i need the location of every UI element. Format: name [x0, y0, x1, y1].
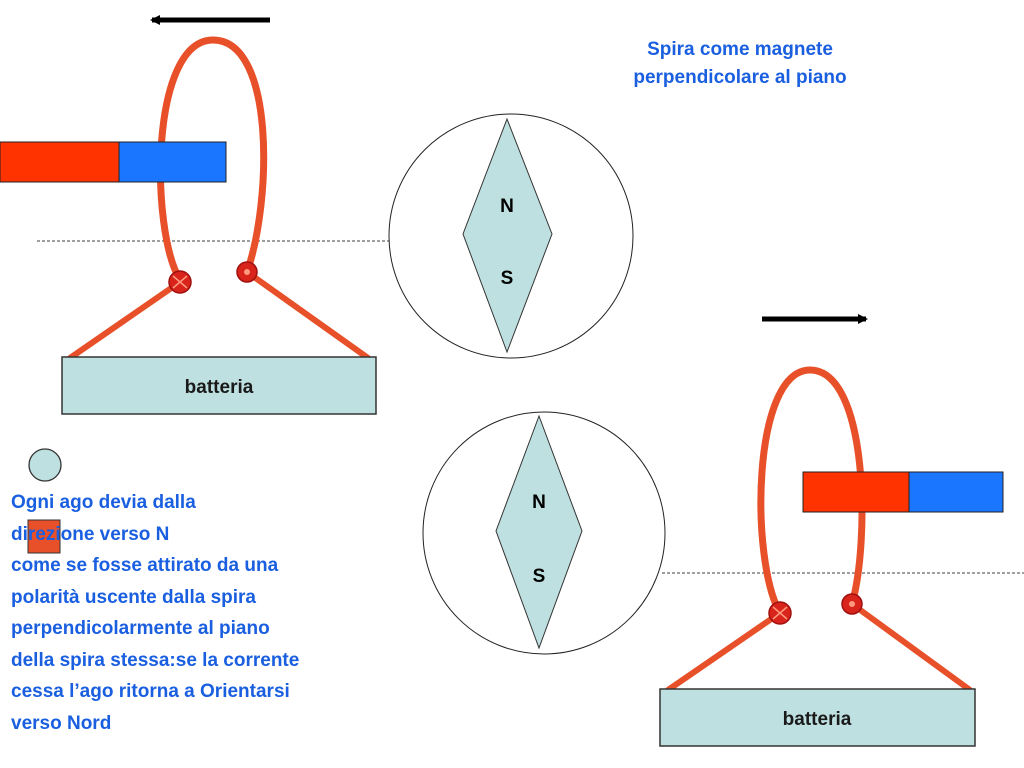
left-current-marker-out [236, 261, 258, 283]
caption-line: della spira stessa:se la corrente [11, 649, 300, 671]
right-current-marker-in [768, 601, 792, 625]
caption-line: Ogni ago devia dalla [11, 492, 196, 513]
right-battery: batteria [659, 688, 976, 747]
caption-line: perpendicolarmente al piano [11, 618, 270, 639]
diagram-title: Spira come magnete perpendicolare al pia… [560, 36, 920, 92]
legend-red-square [27, 519, 61, 554]
right-current-marker-out [841, 593, 863, 615]
right-wire-leg-left [665, 610, 783, 693]
left-wire-leg-left [67, 279, 183, 361]
caption-line: come se fosse attirato da una [11, 555, 279, 576]
compass-bottom-needle [495, 414, 583, 650]
compass-top-needle [462, 117, 553, 354]
compass-bottom-north-label: N [532, 492, 546, 513]
compass-top-south-label: S [501, 268, 514, 289]
right-magnet-red-pole [802, 471, 910, 513]
compass-bottom: N S [422, 411, 666, 655]
explanation-caption: Ogni ago devia dalla direzione verso N c… [11, 487, 411, 739]
compass-top: N S [388, 113, 634, 359]
title-line-1: Spira come magnete [647, 39, 833, 60]
left-wire-loop [157, 36, 268, 284]
right-wire-loop [757, 366, 866, 617]
caption-line: verso Nord [11, 712, 112, 734]
left-setup: batteria [0, 15, 390, 415]
left-magnet-blue-pole [118, 141, 227, 183]
legend-needle-circle [28, 448, 62, 482]
caption-line: direzione verso N [11, 523, 170, 545]
left-battery: batteria [61, 356, 377, 415]
right-battery-label: batteria [783, 709, 852, 730]
left-wire-leg-right [244, 269, 371, 361]
right-magnet-blue-pole [908, 471, 1004, 513]
left-magnet-red-pole [0, 141, 120, 183]
left-current-marker-in [168, 270, 192, 294]
right-setup: batteria [659, 314, 1024, 747]
caption-line: cessa l’ago ritorna a Orientarsi [11, 681, 290, 702]
title-line-2: perpendicolare al piano [633, 67, 847, 88]
compass-bottom-south-label: S [533, 566, 546, 587]
right-wire-leg-right [849, 601, 973, 693]
caption-line: polarità uscente dalla spira [11, 586, 256, 608]
compass-top-north-label: N [500, 196, 514, 217]
left-battery-label: batteria [185, 377, 254, 398]
